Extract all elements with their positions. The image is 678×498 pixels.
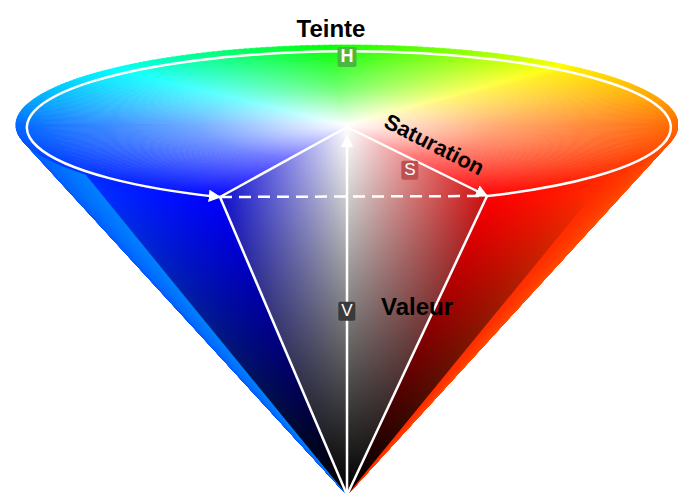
dashed-chord	[220, 196, 487, 197]
cut-face-shade	[347, 127, 487, 495]
axis-title: Valeur	[381, 294, 453, 320]
edge-line	[220, 127, 347, 197]
edge-line	[347, 196, 487, 495]
edge-line	[220, 197, 347, 495]
axis-symbol: S	[401, 161, 418, 180]
cut-face-shade	[220, 127, 347, 495]
axis-title: Teinte	[297, 16, 366, 42]
hue-arrow	[27, 51, 671, 197]
cut-faces	[220, 127, 487, 495]
guide-lines	[27, 51, 671, 495]
axis-symbol: H	[338, 47, 357, 67]
axis-symbol: V	[338, 302, 355, 321]
cut-face	[220, 127, 347, 495]
cut-face	[347, 127, 487, 495]
axis-title: Saturation	[380, 110, 488, 181]
